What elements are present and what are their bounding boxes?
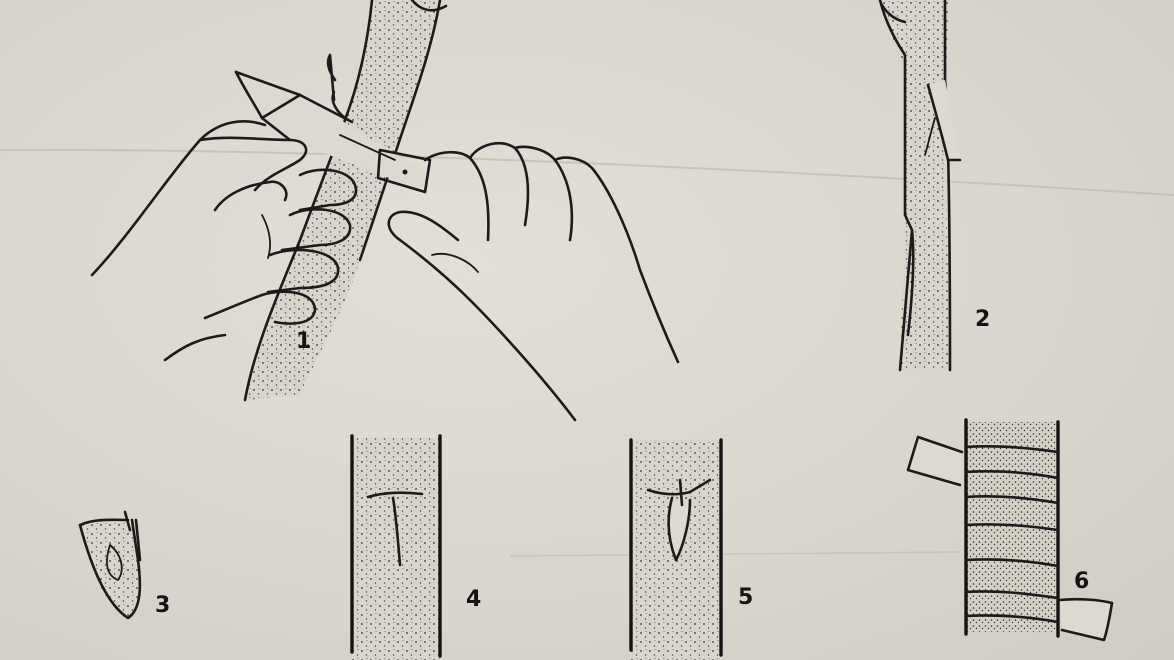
figure-1-cutting-bud: 1 <box>90 0 680 422</box>
right-middle <box>468 142 530 227</box>
figure-label-4: 4 <box>466 587 481 612</box>
right-little <box>553 156 680 364</box>
wrap-band-3 <box>964 495 1060 505</box>
knife-blade-fill <box>236 72 430 190</box>
stem-top-scar <box>880 3 907 24</box>
stem-fig2 <box>878 0 950 370</box>
wrap-band-6 <box>964 590 1060 600</box>
figure-label-2: 2 <box>975 307 990 332</box>
left-finger-3 <box>266 248 340 294</box>
wrap-band-7 <box>964 614 1060 624</box>
shield-flap-upper-fill <box>928 80 960 160</box>
knife-bevel <box>260 93 302 120</box>
knife-edge <box>339 134 396 161</box>
inserted-shield <box>667 496 692 562</box>
bud-shield-fill <box>80 518 140 618</box>
knife-handle <box>376 148 432 194</box>
inserted-petiole <box>678 478 684 507</box>
wrap-band-2 <box>964 470 1060 480</box>
rootstock-fig4 <box>352 438 440 660</box>
knife-rivet <box>402 169 408 175</box>
left-thumb <box>198 136 308 192</box>
left-wrist-lower <box>163 333 227 362</box>
bud-shield-petiole <box>123 510 142 562</box>
t-cut-horizontal <box>366 491 424 499</box>
figure-label-6: 6 <box>1074 569 1089 594</box>
wrap-band-5 <box>964 558 1060 568</box>
right-palm-crease <box>431 252 479 273</box>
figure-label-5: 5 <box>738 585 753 610</box>
right-thumb <box>387 210 577 422</box>
strip-end-bottom-fill <box>1060 600 1112 640</box>
figure-2-stem-with-cuts: 2 <box>878 0 990 372</box>
left-finger-4 <box>260 290 317 325</box>
branch-fig1 <box>245 0 440 400</box>
wrap-band-1 <box>964 445 1060 454</box>
shield-flap-scar <box>924 117 936 156</box>
figure-label-3: 3 <box>155 593 170 618</box>
left-wrist-upper <box>203 293 264 320</box>
figure-4-t-cut: 4 <box>350 434 481 660</box>
t-cut-vertical <box>391 496 402 567</box>
paper-fold <box>0 148 1174 196</box>
strip-end-top <box>906 435 964 487</box>
left-thumb-lower <box>213 180 288 212</box>
figure-6-tying-wrap: 6 <box>906 418 1114 642</box>
bud-eye <box>106 544 123 581</box>
figure-label-1: 1 <box>296 329 311 354</box>
wrap-band-4 <box>964 523 1060 532</box>
left-finger-2 <box>280 208 352 252</box>
left-finger-1 <box>298 168 358 212</box>
stem-left-edge <box>878 0 914 372</box>
strip-end-bottom <box>1058 597 1114 642</box>
shield-flap-upper <box>926 83 962 162</box>
inserted-shield-fill <box>668 498 690 560</box>
figure-3-bud-shield: 3 <box>78 510 170 620</box>
lower-cut <box>906 228 915 337</box>
branch-left-edge <box>243 0 374 402</box>
figure-5-bud-inserted: 5 <box>629 438 753 660</box>
bud-shield-outline <box>78 518 142 620</box>
left-hand-back <box>90 120 267 277</box>
branch-top-stub <box>410 0 448 12</box>
right-index <box>423 150 490 242</box>
left-palm-crease <box>261 214 271 259</box>
t-cut-flaps <box>646 478 712 496</box>
bud-petiole <box>326 53 337 102</box>
paper-crease <box>509 551 961 557</box>
bud-shield-top <box>78 518 130 527</box>
